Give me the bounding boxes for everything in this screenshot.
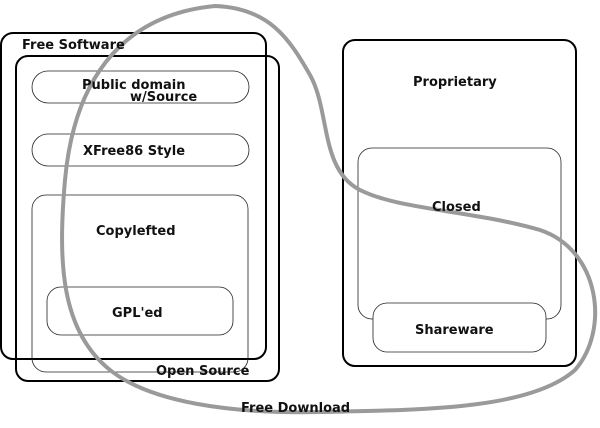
free-download-label: Free Download xyxy=(241,401,350,416)
proprietary-label: Proprietary xyxy=(413,75,497,90)
gpled-region xyxy=(46,286,234,336)
free-download-boundary xyxy=(60,3,598,415)
xfree86-label: XFree86 Style xyxy=(83,144,185,159)
open-source-region xyxy=(15,55,280,382)
shareware-region xyxy=(372,302,547,353)
proprietary-region xyxy=(342,39,577,367)
public-domain-region xyxy=(31,70,250,104)
public-domain-label-line1: Public domain xyxy=(82,78,186,93)
copylefted-region xyxy=(31,194,249,373)
public-domain-label-line2: w/Source xyxy=(130,90,197,105)
free-software-label: Free Software xyxy=(22,38,125,53)
copylefted-label: Copylefted xyxy=(96,224,176,239)
xfree86-region xyxy=(31,133,250,167)
open-source-label: Open Source xyxy=(156,364,250,379)
closed-region xyxy=(357,147,562,320)
shareware-label: Shareware xyxy=(415,323,494,338)
closed-label: Closed xyxy=(432,200,481,215)
gpled-label: GPL'ed xyxy=(112,306,163,321)
